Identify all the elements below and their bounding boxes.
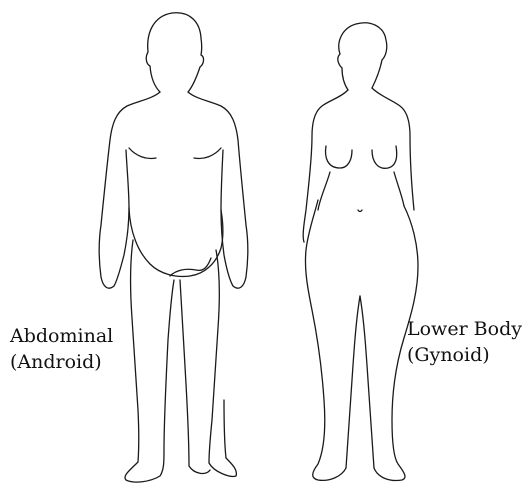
android-left-leg-outline xyxy=(125,240,174,482)
gynoid-right-shoulder-outline xyxy=(372,88,414,210)
android-caption: Abdominal (Android) xyxy=(10,323,113,375)
android-chest-fold-left xyxy=(129,148,156,159)
gynoid-inner-left-leg xyxy=(346,296,360,468)
gynoid-navel xyxy=(358,210,362,212)
gynoid-body-silhouette xyxy=(303,23,418,481)
gynoid-breast-right xyxy=(372,146,397,168)
android-left-inner-arm xyxy=(126,150,129,208)
android-right-inner-arm xyxy=(221,150,223,210)
android-head-outline xyxy=(146,13,203,92)
gynoid-caption-line1: Lower Body xyxy=(407,316,522,342)
android-left-arm-outline xyxy=(99,92,160,288)
android-caption-line1: Abdominal xyxy=(10,323,113,349)
android-abdomen-outline xyxy=(129,208,223,277)
android-caption-line2: (Android) xyxy=(10,349,113,375)
android-belly-fold xyxy=(170,258,211,276)
gynoid-inner-right-leg xyxy=(360,296,374,468)
gynoid-waist-left xyxy=(318,172,330,210)
gynoid-left-hip-outline xyxy=(305,200,346,480)
gynoid-shoulders-outline xyxy=(303,90,348,242)
gynoid-breast-left xyxy=(326,146,352,168)
android-inner-right-leg xyxy=(180,280,210,473)
android-body-silhouette xyxy=(99,13,248,482)
gynoid-caption: Lower Body (Gynoid) xyxy=(407,316,522,368)
android-chest-fold-right xyxy=(194,148,221,159)
gynoid-caption-line2: (Gynoid) xyxy=(407,342,522,368)
gynoid-waist-right xyxy=(394,172,404,206)
gynoid-head-outline xyxy=(338,23,387,90)
